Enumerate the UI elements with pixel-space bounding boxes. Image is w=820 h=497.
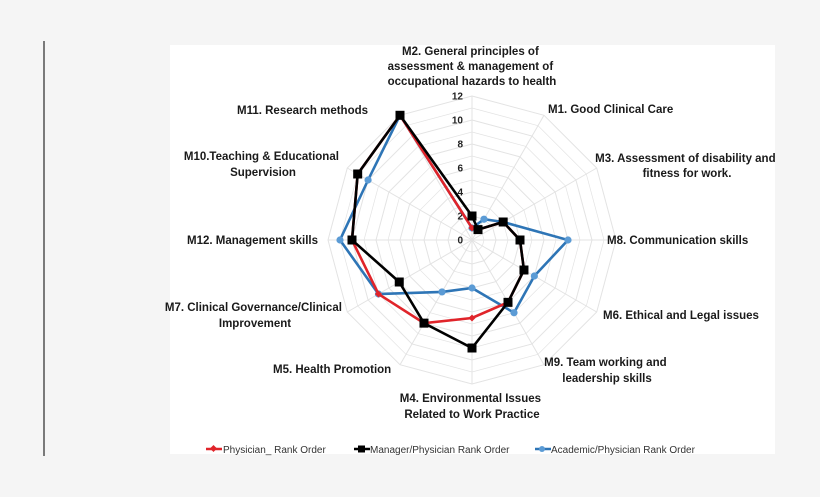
legend-label-physician: Physician_ Rank Order [223, 445, 326, 456]
data-point[interactable] [480, 215, 488, 223]
data-point[interactable] [467, 343, 477, 353]
left-divider-line [43, 41, 45, 456]
legend-label-academic: Academic/Physician Rank Order [551, 445, 696, 456]
radial-tick-label: 12 [452, 92, 464, 103]
radial-tick-label: 4 [457, 188, 463, 199]
diamond-marker-icon [209, 444, 218, 453]
radial-axis-ticks: 0 2 4 6 8 10 12 [452, 92, 464, 247]
grid-spoke [347, 239, 473, 313]
data-point[interactable] [347, 235, 357, 245]
axis-label-m3: M3. Assessment of disability and fitness… [595, 153, 779, 180]
radial-tick-label: 0 [457, 236, 463, 247]
axis-label-m11: M11. Research methods [237, 105, 368, 117]
data-point[interactable] [503, 297, 513, 307]
square-marker-icon [358, 445, 365, 453]
axis-label-m6: M6. Ethical and Legal issues [603, 310, 759, 322]
data-point[interactable] [564, 236, 572, 244]
axis-label-m9: M9. Team working and leadership skills [544, 357, 670, 385]
axis-label-m5: M5. Health Promotion [273, 364, 391, 376]
radial-tick-label: 10 [452, 116, 464, 127]
data-point[interactable] [498, 217, 508, 227]
legend: Physician_ Rank Order Manager/Physician … [206, 444, 696, 456]
circle-marker-icon [539, 446, 545, 452]
data-point[interactable] [374, 290, 383, 298]
grid-spoke [399, 239, 473, 365]
series-circle [336, 111, 572, 317]
axis-label-m7: M7. Clinical Governance/Clinical Improve… [165, 302, 345, 330]
data-point[interactable] [336, 236, 344, 244]
series-square [347, 110, 529, 353]
data-point[interactable] [394, 277, 404, 287]
data-point[interactable] [473, 225, 483, 235]
data-point[interactable] [515, 235, 525, 245]
data-point[interactable] [468, 284, 476, 292]
radar-grid [327, 95, 617, 385]
axis-label-m1: M1. Good Clinical Care [548, 104, 673, 116]
data-point[interactable] [468, 314, 476, 322]
data-series [336, 110, 572, 353]
legend-label-manager: Manager/Physician Rank Order [370, 445, 510, 456]
data-point[interactable] [353, 169, 363, 179]
data-point[interactable] [395, 110, 405, 120]
legend-item-academic[interactable]: Academic/Physician Rank Order [535, 445, 696, 456]
axis-label-m10: M10.Teaching & Educational Supervision [184, 151, 342, 179]
radial-tick-label: 2 [457, 212, 463, 223]
radial-tick-label: 8 [457, 140, 463, 151]
data-point[interactable] [510, 309, 518, 317]
data-point[interactable] [467, 211, 477, 221]
radial-tick-label: 6 [457, 164, 463, 175]
data-point[interactable] [364, 176, 372, 184]
data-point[interactable] [519, 265, 529, 275]
data-point[interactable] [419, 318, 429, 328]
axis-label-m4: M4. Environmental Issues Related to Work… [400, 393, 544, 421]
legend-item-physician[interactable]: Physician_ Rank Order [206, 444, 326, 456]
data-point[interactable] [530, 272, 538, 280]
data-point[interactable] [438, 288, 446, 296]
grid-spoke [471, 167, 597, 241]
axis-label-m12: M12. Management skills [187, 235, 318, 247]
axis-label-m2: M2. General principles of assessment & m… [388, 46, 557, 88]
legend-item-manager[interactable]: Manager/Physician Rank Order [354, 445, 510, 456]
axis-label-m8: M8. Communication skills [607, 235, 748, 247]
